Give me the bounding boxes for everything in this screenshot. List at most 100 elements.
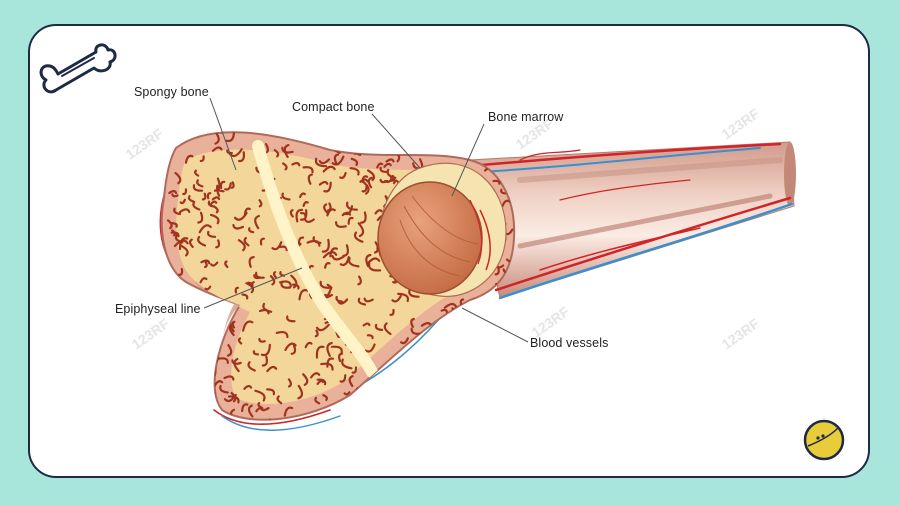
trabecula [278, 245, 288, 252]
trabecula [439, 344, 452, 351]
trabecula [506, 138, 514, 150]
trabecula [195, 385, 203, 391]
trabecula [418, 340, 429, 351]
trabecula [372, 402, 384, 413]
trabecula [464, 326, 474, 338]
trabecula [408, 143, 416, 151]
trabecula [258, 199, 263, 208]
trabecula [243, 236, 250, 247]
trabecula [461, 364, 468, 370]
trabecula [346, 407, 358, 419]
watermark: 123RF [529, 303, 573, 340]
trabecula [273, 149, 280, 158]
trabecula [448, 356, 459, 362]
trabecula [291, 283, 300, 290]
trabecula [367, 176, 373, 189]
trabecula [178, 267, 184, 276]
trabecula [171, 193, 179, 198]
trabecula [357, 297, 367, 306]
trabecula [457, 147, 473, 155]
trabecula [237, 239, 246, 252]
trabecula [444, 339, 458, 350]
trabecula [383, 322, 392, 336]
trabecula [224, 182, 232, 191]
trabecula [494, 265, 500, 276]
trabecula [298, 236, 305, 247]
trabecula [316, 379, 325, 385]
trabecula [324, 290, 331, 297]
trabecula [271, 241, 283, 251]
trabecula [477, 363, 488, 370]
trabecula [491, 309, 499, 319]
trabecula [297, 384, 304, 400]
trabecula [499, 414, 504, 420]
trabecula [221, 306, 229, 312]
trabecula [342, 244, 349, 257]
trabecula [364, 343, 376, 353]
trabecula [232, 224, 245, 230]
trabecula [300, 209, 308, 221]
trabecula [204, 260, 208, 269]
trabecula [260, 343, 271, 357]
trabecula [178, 208, 191, 214]
trabecula [348, 403, 358, 410]
trabecula [440, 343, 452, 350]
trabecula [302, 373, 309, 386]
trabecula [307, 173, 313, 185]
trabecula [386, 168, 397, 179]
trabecula [230, 321, 235, 333]
trabecula [200, 259, 211, 265]
trabecula [254, 214, 260, 230]
trabecula [233, 357, 240, 373]
trabecula [247, 361, 256, 372]
trabecula [469, 378, 481, 385]
trabecula [440, 308, 448, 314]
trabecula [367, 169, 376, 182]
trabecula [207, 230, 217, 238]
trabecula [478, 147, 487, 156]
trabecula [323, 181, 332, 193]
trabecula [367, 262, 382, 272]
trabecula [405, 352, 413, 361]
trabecula [461, 403, 473, 415]
trabecula [457, 368, 468, 380]
trabecula [330, 345, 343, 354]
trabecula [213, 380, 224, 387]
trabecula [192, 184, 204, 192]
label-spongy-bone: Spongy bone [134, 85, 209, 99]
trabecula [253, 274, 261, 280]
trabecula [374, 209, 383, 215]
trabecula [394, 403, 402, 417]
trabecula [247, 404, 254, 418]
trabecula [385, 158, 395, 163]
trabecula [209, 200, 218, 206]
trabecula [172, 371, 179, 385]
trabecula [210, 261, 219, 267]
trabecula [168, 190, 178, 195]
trabecula [429, 342, 433, 350]
trabecula [234, 286, 240, 294]
trabecula [258, 337, 266, 343]
trabecula [283, 406, 294, 417]
trabecula [356, 387, 363, 403]
trabecula [397, 292, 410, 303]
trabecula [331, 255, 345, 261]
trabecula [254, 271, 265, 279]
trabecula [314, 329, 319, 338]
trabecula [178, 237, 189, 251]
trabecula [198, 224, 212, 234]
trabecula [357, 275, 362, 286]
trabecula [314, 396, 321, 405]
trabecula [201, 401, 211, 411]
trabecula [280, 281, 292, 289]
trabecula [379, 166, 389, 173]
trabecula [495, 314, 507, 324]
trabecula [275, 331, 289, 339]
trabecula [279, 280, 292, 288]
trabecula [341, 358, 353, 370]
trabecula [218, 357, 229, 364]
trabecula [164, 274, 172, 279]
trabecula [501, 199, 511, 208]
trabecula [196, 179, 204, 188]
trabecula [462, 377, 469, 389]
